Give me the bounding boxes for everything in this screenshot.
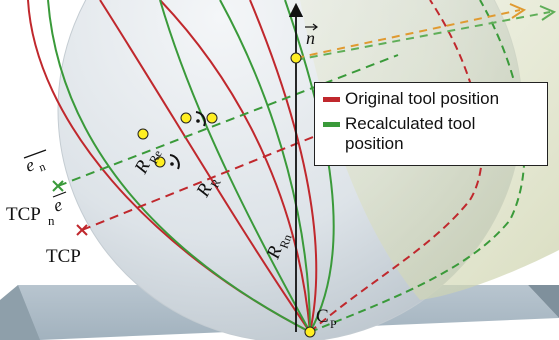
orange-arrowhead: [509, 3, 527, 19]
label-cp: C: [316, 306, 329, 327]
label-e-n-sub: n: [37, 159, 47, 174]
tcp-marker: [76, 224, 88, 236]
legend-swatch-recalculated: [323, 122, 340, 127]
green-arrowhead: [539, 5, 557, 21]
label-tcp-n: TCP: [6, 204, 41, 225]
orange-direction-arrow: [295, 9, 521, 59]
label-tcp-n-sub: n: [48, 213, 55, 228]
legend-item-recalculated: Recalculated tool position: [323, 114, 475, 154]
e-n-axis: [57, 54, 399, 187]
right-angle-lower-dot: [170, 162, 174, 166]
legend: Original tool position Recalculated tool…: [314, 82, 548, 166]
construction-points: [137, 52, 316, 338]
green-direction-arrow: [295, 11, 551, 61]
label-tcp: TCP: [46, 246, 81, 267]
label-r-re-sub: Re: [146, 148, 165, 166]
legend-swatch-original: [323, 97, 340, 102]
tcp-n-marker: [52, 180, 64, 192]
label-e-n: e n: [23, 149, 47, 176]
right-angle-upper: [195, 111, 206, 127]
label-n-text: n: [306, 28, 315, 48]
legend-item-original: Original tool position: [323, 89, 499, 109]
label-n: n: [305, 23, 318, 48]
legend-label-original: Original tool position: [345, 89, 500, 108]
label-r-rn-sub: Rn: [277, 232, 295, 250]
recalculated-tool-paths: [47, 0, 526, 333]
right-angle-upper-dot: [196, 119, 200, 123]
right-angle-lower: [169, 154, 180, 170]
legend-label-recalculated: Recalculated tool position: [345, 114, 476, 153]
label-cp-sub: P: [330, 317, 337, 331]
